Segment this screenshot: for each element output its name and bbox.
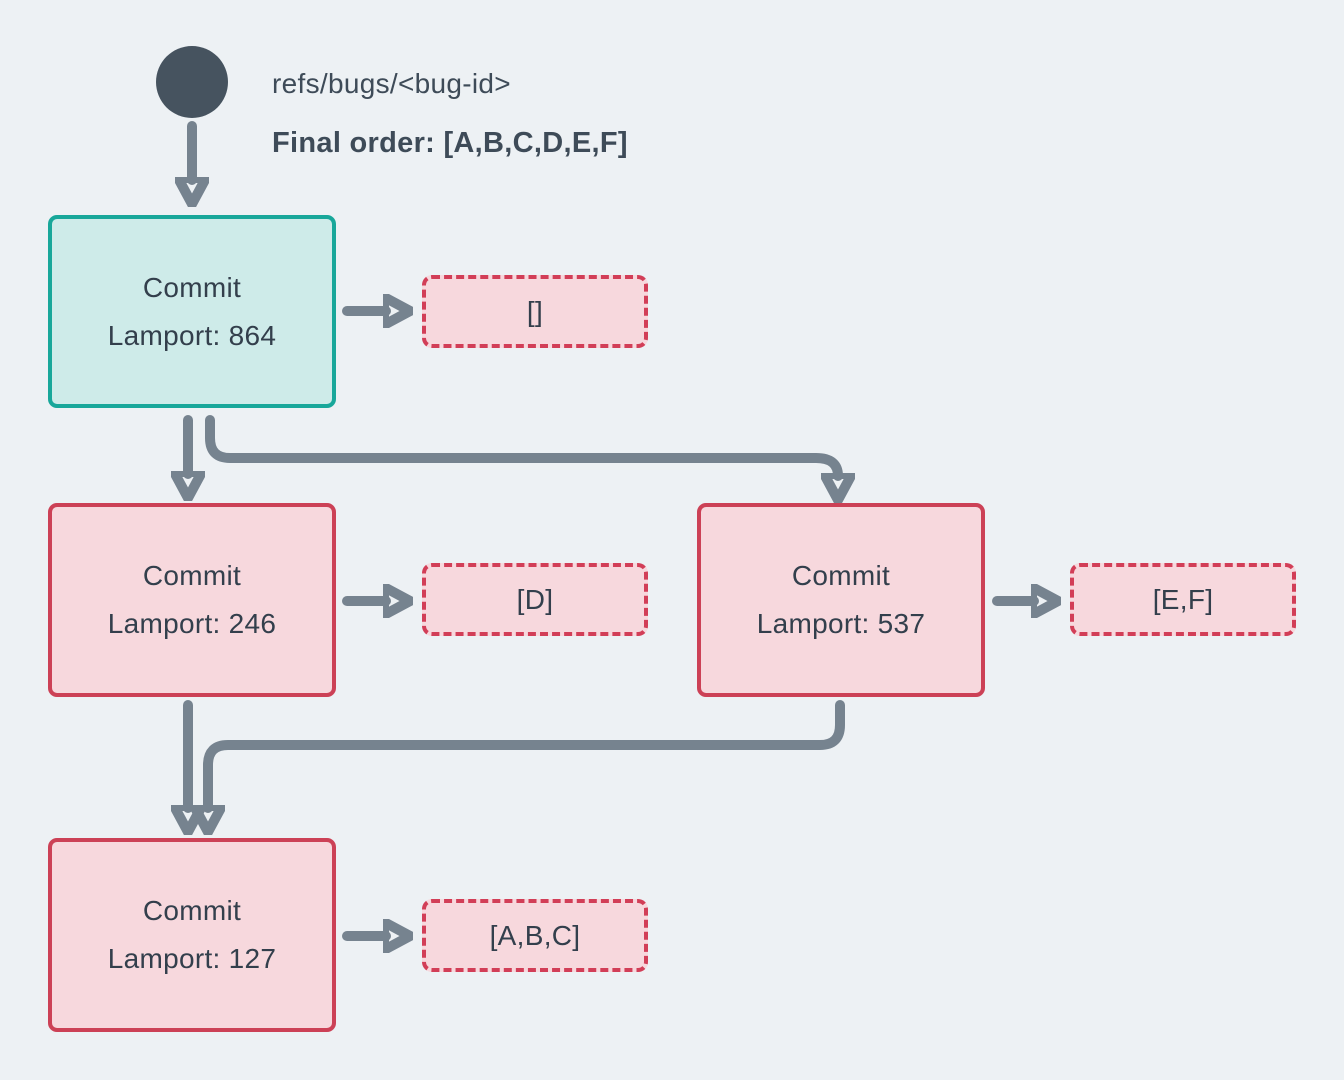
final-order-label: Final order: [A,B,C,D,E,F] — [272, 127, 628, 159]
commit-node-127: Commit Lamport: 127 — [48, 838, 336, 1032]
payload-box-empty: [] — [422, 275, 648, 348]
payload-box-abc: [A,B,C] — [422, 899, 648, 972]
commit-lamport: Lamport: 246 — [107, 608, 277, 639]
commit-lamport: Lamport: 864 — [107, 319, 277, 351]
commit-title: Commit — [142, 271, 242, 303]
commit-title: Commit — [142, 560, 242, 591]
commit-node-537: Commit Lamport: 537 — [697, 503, 985, 697]
commit-title: Commit — [791, 560, 891, 591]
arrow-commit864-to-commit537 — [205, 415, 838, 476]
commit-title: Commit — [142, 895, 242, 926]
arrow-commit537-to-commit127 — [208, 700, 845, 808]
payload-value: [] — [526, 295, 544, 327]
payload-box-d: [D] — [422, 563, 648, 636]
payload-box-ef: [E,F] — [1070, 563, 1296, 636]
commit-lamport: Lamport: 537 — [756, 608, 926, 639]
ref-head-node — [156, 46, 228, 118]
payload-value: [A,B,C] — [489, 919, 581, 951]
commit-lamport: Lamport: 127 — [107, 943, 277, 974]
payload-value: [E,F] — [1152, 583, 1214, 615]
ref-name-label: refs/bugs/<bug-id> — [272, 68, 511, 99]
payload-value: [D] — [516, 583, 554, 615]
commit-node-864: Commit Lamport: 864 — [48, 215, 336, 408]
commit-node-246: Commit Lamport: 246 — [48, 503, 336, 697]
